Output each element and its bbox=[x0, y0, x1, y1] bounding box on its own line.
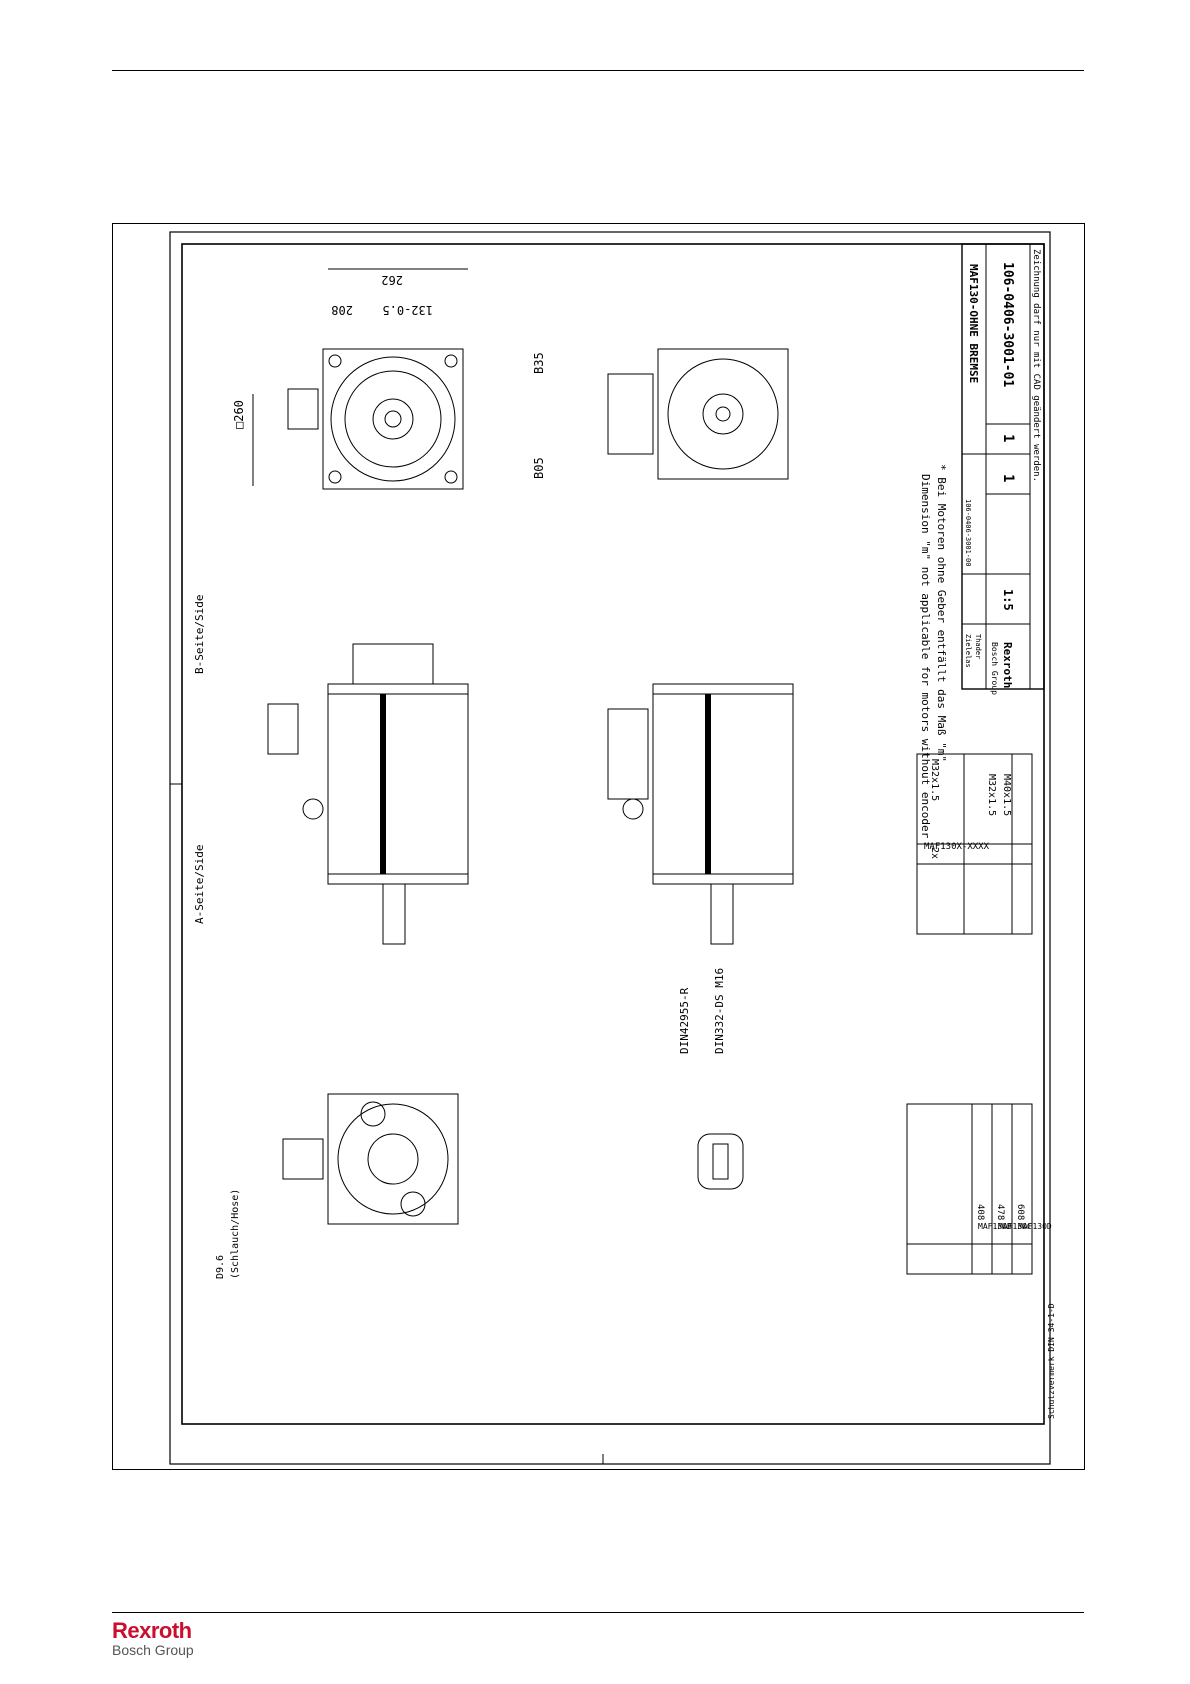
technical-drawing: Zeichnung darf nur mit CAD geändert werd… bbox=[169, 231, 1056, 1465]
schutzvermerk: Schutzvermerk DIN 34-1-D bbox=[1047, 1303, 1056, 1419]
svg-text:(Schlauch/Hose): (Schlauch/Hose) bbox=[230, 1189, 241, 1279]
svg-text:2x: 2x bbox=[929, 847, 940, 859]
title-block-name: MAF130-OHNE BREMSE bbox=[967, 264, 980, 383]
svg-text:D9.6: D9.6 bbox=[215, 1255, 226, 1279]
logo-brand: Rexroth bbox=[112, 1618, 192, 1643]
svg-text:MAF130X-XXXX: MAF130X-XXXX bbox=[924, 842, 990, 852]
svg-text:1: 1 bbox=[1000, 474, 1016, 482]
svg-text:MAF130D: MAF130D bbox=[1018, 1222, 1052, 1231]
svg-text:□260: □260 bbox=[232, 400, 246, 429]
svg-text:M32x1.5: M32x1.5 bbox=[929, 759, 940, 801]
end-view-b35 bbox=[607, 348, 789, 480]
svg-text:MAF130B: MAF130B bbox=[978, 1222, 1012, 1231]
svg-text:608: 608 bbox=[1015, 1204, 1025, 1220]
title-block-cad-note: Zeichnung darf nur mit CAD geändert werd… bbox=[1031, 249, 1041, 482]
svg-text:B-Seite/Side: B-Seite/Side bbox=[193, 595, 206, 674]
svg-text:106-0406-3001-00: 106-0406-3001-00 bbox=[964, 499, 972, 566]
svg-text:408: 408 bbox=[975, 1204, 985, 1220]
svg-text:1:5: 1:5 bbox=[1001, 589, 1015, 611]
drawing-frame: Zeichnung darf nur mit CAD geändert werd… bbox=[112, 223, 1085, 1470]
svg-text:208: 208 bbox=[331, 303, 353, 317]
svg-text:MAF130C: MAF130C bbox=[998, 1222, 1032, 1231]
svg-text:Thader: Thader bbox=[974, 634, 982, 659]
page-footer-rule bbox=[112, 1612, 1084, 1613]
svg-text:478: 478 bbox=[995, 1204, 1005, 1220]
side-view bbox=[267, 643, 469, 945]
svg-text:Bosch Group: Bosch Group bbox=[990, 642, 999, 695]
svg-text:M40x1.5: M40x1.5 bbox=[1001, 774, 1012, 816]
svg-text:Rexroth: Rexroth bbox=[1001, 642, 1014, 688]
cable-table: MAF130X-XXXX M32x1.5 2x M32x1.5 M40x1.5 bbox=[916, 753, 1033, 935]
svg-text:M32x1.5: M32x1.5 bbox=[986, 774, 997, 816]
svg-text:1: 1 bbox=[1000, 434, 1016, 442]
svg-text:B05: B05 bbox=[532, 457, 546, 479]
note-star-en: Dimension "m" not applicable for motors … bbox=[919, 474, 932, 839]
title-block: Zeichnung darf nur mit CAD geändert werd… bbox=[961, 243, 1045, 695]
svg-text:DIN332-DS M16: DIN332-DS M16 bbox=[713, 968, 726, 1054]
logo-group: Bosch Group bbox=[112, 1642, 194, 1658]
a-side-end-view bbox=[282, 1093, 459, 1225]
svg-text:132-0.5: 132-0.5 bbox=[382, 303, 433, 317]
dimension-table: MAF130B MAF130C MAF130D 408 478 608 bbox=[906, 1103, 1052, 1275]
rexroth-logo: Rexroth Bosch Group bbox=[112, 1618, 232, 1659]
svg-text:262: 262 bbox=[381, 273, 403, 287]
note-star-de: * Bei Motoren ohne Geber entfällt das Ma… bbox=[935, 464, 948, 762]
page-header-rule bbox=[112, 70, 1084, 71]
svg-text:B35: B35 bbox=[532, 352, 546, 374]
top-view bbox=[252, 268, 468, 490]
side-view-lower bbox=[607, 683, 794, 945]
title-block-number: 106-0406-3001-01 bbox=[1000, 262, 1015, 387]
svg-text:A-Seite/Side: A-Seite/Side bbox=[193, 845, 206, 924]
svg-text:DIN42955-R: DIN42955-R bbox=[678, 987, 691, 1054]
svg-text:Zielelas: Zielelas bbox=[964, 634, 972, 668]
detail-x bbox=[697, 1133, 744, 1190]
